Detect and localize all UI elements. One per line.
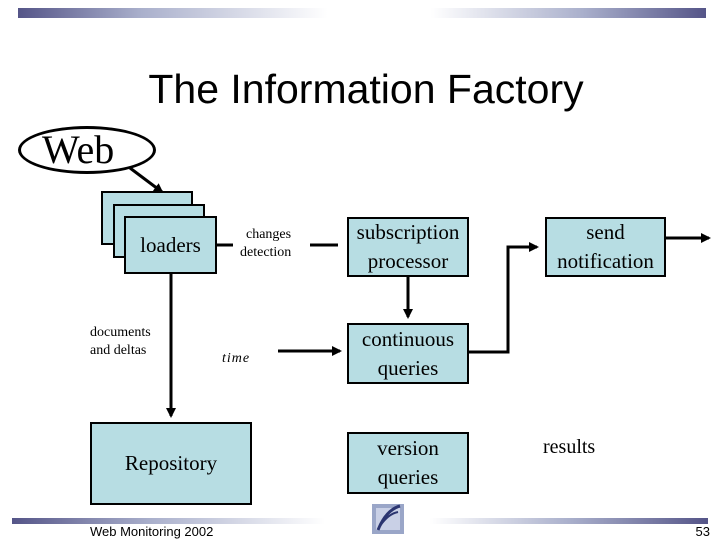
documents-deltas-label: documents and deltas bbox=[90, 325, 151, 358]
slide-title: The Information Factory bbox=[148, 66, 584, 112]
changes-detection-label: changes detection bbox=[240, 227, 292, 260]
web-to-loaders-arrow bbox=[129, 166, 164, 194]
bottom-decorative-bar bbox=[12, 518, 708, 524]
top-decorative-bar bbox=[18, 8, 706, 18]
time-label: time bbox=[222, 351, 251, 366]
results-label: results bbox=[543, 436, 596, 458]
web-ellipse bbox=[18, 126, 156, 174]
web-label: Web bbox=[42, 127, 115, 172]
institution-logo-icon bbox=[372, 504, 404, 534]
footer-text: Web Monitoring 2002 bbox=[90, 524, 214, 539]
page-number: 53 bbox=[695, 524, 710, 539]
send-notification-box: send notification bbox=[545, 217, 666, 277]
repository-box: Repository bbox=[90, 422, 252, 505]
subscription-processor-box: subscription processor bbox=[347, 217, 469, 277]
repository-label: Repository bbox=[124, 451, 218, 475]
continuous-to-send-arrow bbox=[469, 242, 539, 354]
loaders-label: loaders bbox=[140, 232, 201, 257]
version-queries-box: version queries bbox=[347, 432, 469, 494]
loaders-box: loaders bbox=[124, 216, 217, 274]
continuous-queries-box: continuous queries bbox=[347, 323, 469, 384]
